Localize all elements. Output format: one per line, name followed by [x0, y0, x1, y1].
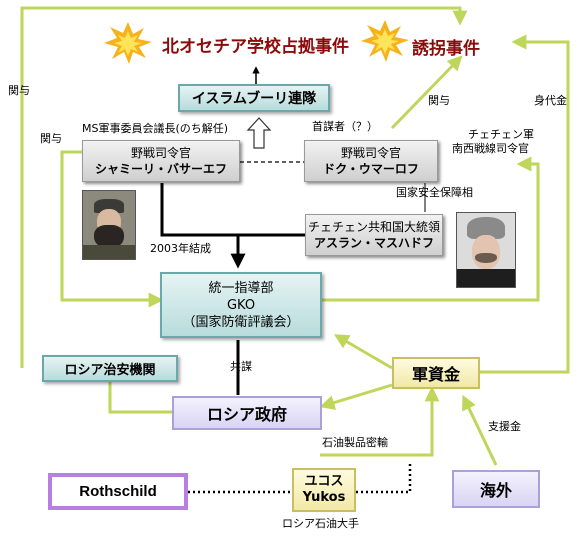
label-involve-left-mid: 関与 — [40, 132, 62, 145]
label-chechen-army-2: 南西戦線司令官 — [452, 142, 529, 155]
maskhadov-box: チェチェン共和国大統領 アスラン・マスハドフ — [305, 214, 443, 256]
basaev-photo — [82, 190, 136, 260]
arrow-overseas-to-funds — [462, 394, 498, 466]
yukos-line-2: Yukos — [302, 490, 346, 505]
arrow-funds-to-gko — [333, 334, 393, 370]
black-connectors — [160, 66, 426, 494]
gko-line-2: GKO — [226, 297, 256, 313]
maskhadov-title: チェチェン共和国大統領 — [307, 220, 440, 234]
dotted-yukos-to-oil — [356, 462, 412, 494]
label-support-funds: 支援金 — [488, 420, 521, 433]
hollow-up-arrow — [246, 117, 272, 149]
label-security-minister: 国家安全保障相 — [396, 186, 473, 199]
overseas-box: 海外 — [452, 470, 540, 508]
line-basaev-to-gko — [160, 183, 238, 237]
event-kidnapping: 誘拐事件 — [412, 39, 480, 59]
umarov-box: 野戦司令官 ドク・ウマーロフ — [304, 140, 438, 182]
label-conspiracy: 共謀 — [230, 360, 252, 373]
rothschild-box: Rothschild — [48, 473, 188, 510]
arrow-gko-to-umarov — [322, 156, 540, 302]
war-funds-label: 軍資金 — [411, 365, 460, 384]
explosion-burst-left — [104, 22, 152, 64]
label-involve-right: 関与 — [428, 94, 450, 107]
overseas-label: 海外 — [479, 481, 512, 500]
arrow-ransom — [480, 34, 570, 374]
label-ringleader: 首謀者（？） — [312, 120, 378, 133]
arrow-gov-to-funds — [320, 386, 440, 457]
label-oil-major: ロシア石油大手 — [282, 517, 359, 530]
maskhadov-photo — [456, 212, 516, 288]
label-oil-smuggling: 石油製品密輸 — [322, 436, 388, 449]
umarov-name: ドク・ウマーロフ — [323, 162, 419, 176]
islam-regiment-label: イスラムブーリ連隊 — [191, 91, 317, 107]
event-north-ossetia: 北オセチア学校占拠事件 — [162, 37, 349, 57]
arrow-funds-to-gov — [319, 383, 393, 410]
gko-box: 統一指導部 GKO （国家防衛評議会） — [160, 272, 322, 338]
gko-line-1: 統一指導部 — [208, 280, 274, 296]
basaev-name: シャミーリ・バサーエフ — [94, 162, 227, 176]
yukos-box: ユコス Yukos — [292, 468, 356, 512]
label-involve-left-top: 関与 — [8, 84, 30, 97]
arrow-involve-left-to-kidnap — [20, 6, 468, 368]
rothschild-label: Rothschild — [79, 483, 157, 500]
umarov-title: 野戦司令官 — [340, 146, 401, 160]
yukos-line-1: ユコス — [304, 474, 344, 489]
basaev-box: 野戦司令官 シャミーリ・バサーエフ — [82, 140, 240, 182]
russian-security-label: ロシア治安機関 — [64, 363, 156, 378]
war-funds-box: 軍資金 — [392, 357, 480, 389]
russian-government-label: ロシア政府 — [206, 405, 287, 424]
islam-regiment-box: イスラムブーリ連隊 — [178, 84, 330, 112]
label-ransom: 身代金 — [534, 94, 567, 107]
basaev-title: 野戦司令官 — [130, 146, 191, 160]
russian-security-box: ロシア治安機関 — [42, 355, 178, 382]
russian-government-box: ロシア政府 — [172, 396, 322, 430]
green-connectors — [20, 6, 570, 466]
label-chechen-army-1: チェチェン軍 — [468, 128, 534, 141]
explosion-burst-right — [361, 20, 409, 62]
label-formed-2003: 2003年結成 — [150, 242, 211, 255]
maskhadov-name: アスラン・マスハドフ — [313, 236, 434, 250]
gko-line-3: （国家防衛評議会） — [182, 314, 300, 330]
label-ms-chair: MS軍事委員会議長(のち解任) — [82, 122, 229, 135]
arrow-umarov-to-kidnap — [390, 55, 463, 130]
line-security-to-gov — [108, 382, 172, 414]
arrow-basaev-to-gko — [60, 150, 164, 308]
